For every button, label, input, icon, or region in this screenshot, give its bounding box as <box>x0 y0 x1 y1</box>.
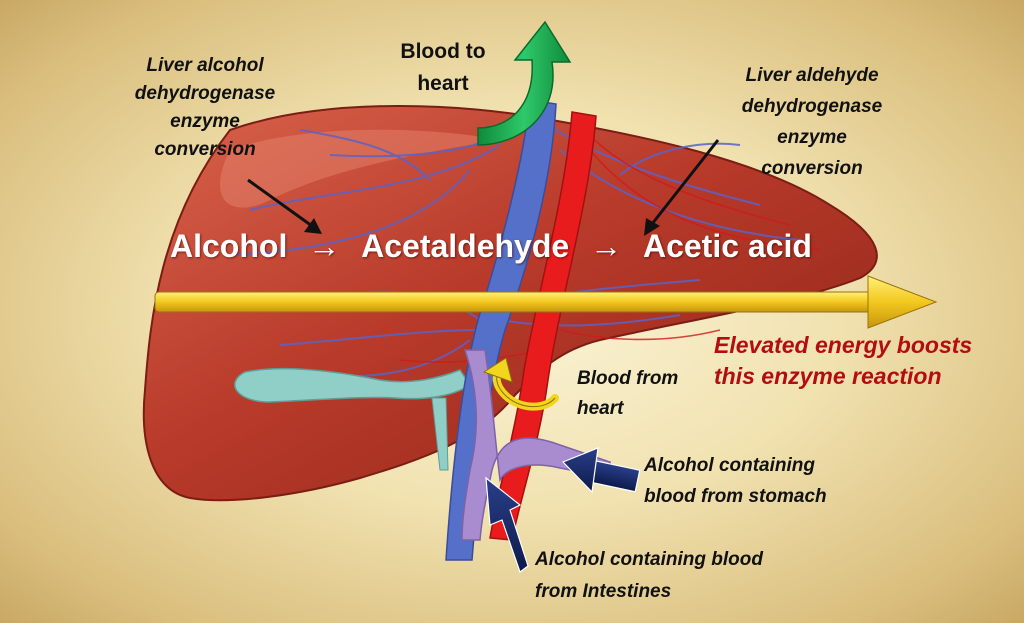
bile-duct <box>234 367 472 403</box>
aldh-pointer-arrow <box>644 139 720 236</box>
aldh-line1: Liver aldehyde <box>745 65 879 86</box>
intestines-blood-label: Alcohol containing blood from Intestines <box>535 544 763 608</box>
stomach-blood-line2: blood from stomach <box>644 486 827 507</box>
energy-note-line2: this enzyme reaction <box>714 363 942 389</box>
metabolic-pathway: Alcohol → Acetaldehyde → Acetic acid <box>170 228 812 265</box>
blood-from-heart-label: Blood from heart <box>577 364 678 424</box>
pathway-arrow-1: → <box>308 228 341 264</box>
aldh-label: Liver aldehyde dehydrogenase enzyme conv… <box>712 60 912 184</box>
pathway-arrow-2: → <box>590 228 623 264</box>
bile-duct-branch <box>431 397 449 471</box>
aldh-line3: enzyme <box>777 127 847 148</box>
blood-to-heart-label: Blood to heart <box>388 36 498 100</box>
blood-to-heart-arrow <box>477 20 572 146</box>
blood-from-heart-line1: Blood from <box>577 368 679 389</box>
metabolism-arrow <box>154 275 938 329</box>
adh-pointer-arrow <box>247 178 322 234</box>
stomach-blood-line1: Alcohol containing <box>644 455 815 476</box>
adh-line4: conversion <box>154 139 256 160</box>
liver-highlight <box>219 129 500 208</box>
pathway-acetic-acid: Acetic acid <box>642 228 812 264</box>
adh-line3: enzyme <box>170 111 240 132</box>
adh-line2: dehydrogenase <box>134 83 276 104</box>
blood-to-heart-line2: heart <box>417 72 469 95</box>
aldh-line2: dehydrogenase <box>741 96 883 117</box>
stomach-blood-arrow <box>561 447 641 494</box>
pathway-alcohol: Alcohol <box>170 228 288 264</box>
portal-vein <box>461 349 613 541</box>
blood-from-heart-arrow <box>482 357 559 411</box>
blood-to-heart-line1: Blood to <box>400 40 486 63</box>
energy-note-line1: Elevated energy boosts <box>714 332 973 358</box>
aldh-line4: conversion <box>761 158 863 179</box>
adh-line1: Liver alcohol <box>146 55 264 76</box>
aorta <box>489 111 597 541</box>
stomach-blood-label: Alcohol containing blood from stomach <box>644 450 827 512</box>
vena-cava <box>445 99 557 561</box>
energy-note: Elevated energy boosts this enzyme react… <box>714 330 972 392</box>
intestines-blood-arrow <box>485 476 529 573</box>
intestines-blood-line2: from Intestines <box>535 581 672 602</box>
adh-label: Liver alcohol dehydrogenase enzyme conve… <box>110 52 300 164</box>
pathway-acetaldehyde: Acetaldehyde <box>361 228 570 264</box>
intestines-blood-line1: Alcohol containing blood <box>535 549 763 570</box>
blood-from-heart-line2: heart <box>577 398 624 419</box>
